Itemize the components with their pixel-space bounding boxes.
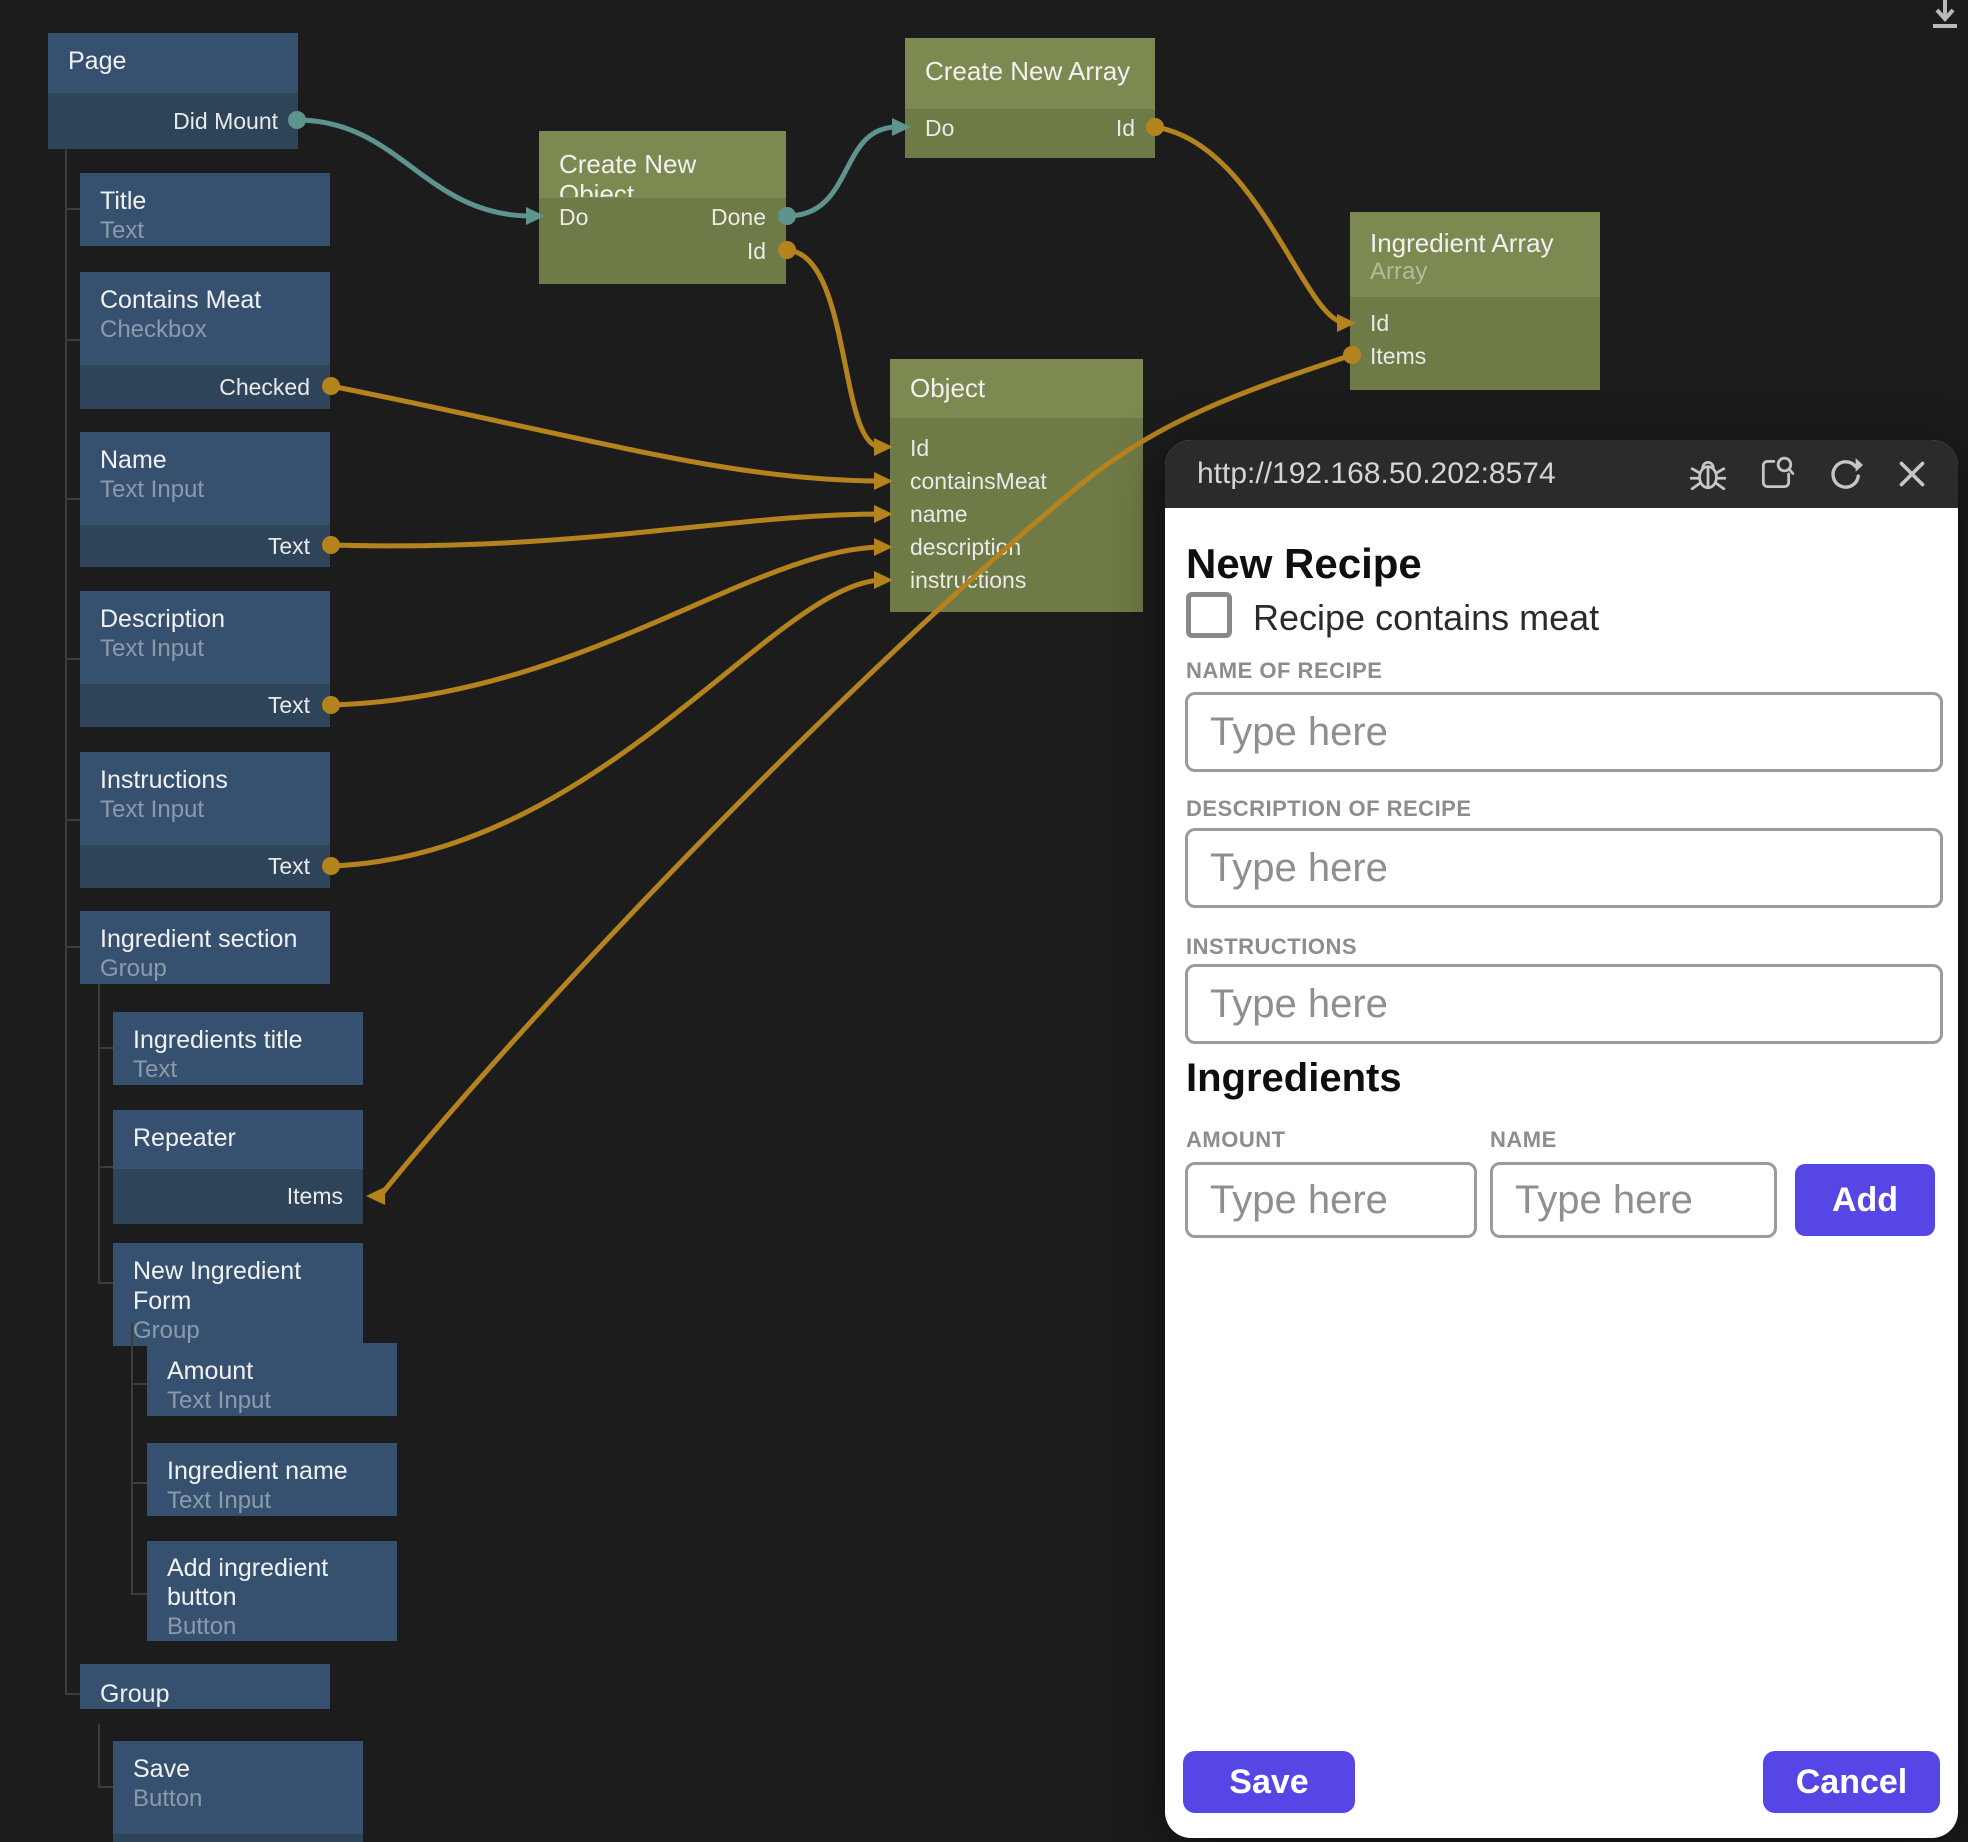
recipe-instructions-input[interactable] [1185,964,1943,1044]
inspect-icon[interactable] [1756,454,1796,494]
wire-name [330,511,882,549]
node-group[interactable]: Group [80,1664,330,1724]
port-id[interactable]: Id [746,237,766,264]
recipe-name-input[interactable] [1185,692,1943,772]
description-of-recipe-label: DESCRIPTION OF RECIPE [1186,796,1472,821]
node-page[interactable]: Page Did Mount [48,33,298,149]
port-text[interactable]: Text [267,532,310,559]
wire-description [330,544,882,708]
port-do[interactable]: Do [925,114,955,141]
port-done[interactable]: Done [711,203,766,230]
port-id[interactable]: Id [1115,114,1135,141]
node-title: Page [68,47,127,75]
page-title: New Recipe [1186,540,1422,587]
wire-didmount-to-do [296,117,532,219]
port-name[interactable]: name [910,501,968,527]
ingredient-name-label: NAME [1490,1127,1557,1152]
port-did-mount[interactable]: Did Mount [173,107,278,134]
cancel-button[interactable]: Cancel [1763,1751,1940,1813]
node-create-new-array[interactable]: Create New Array Do Id [905,38,1155,158]
preview-url-bar: http://192.168.50.202:8574 [1165,440,1958,508]
amount-label: AMOUNT [1186,1127,1286,1152]
ingredient-name-input[interactable] [1490,1162,1777,1238]
preview-window: http://192.168.50.202:8574 [1165,440,1958,1838]
port-items[interactable]: Items [1370,343,1427,369]
port-id[interactable]: Id [910,435,930,461]
port-containsmeat[interactable]: containsMeat [910,468,1047,494]
save-button[interactable]: Save [1183,1751,1355,1813]
refresh-icon[interactable] [1824,454,1864,494]
wire-done-to-do [786,124,898,219]
node-object[interactable]: Object Id containsMeat name description … [890,359,1143,612]
url-text[interactable]: http://192.168.50.202:8574 [1197,457,1556,490]
wire-arrayid [1154,124,1345,326]
meat-checkbox-label: Recipe contains meat [1253,597,1600,638]
port-description[interactable]: description [910,534,1022,560]
debug-icon[interactable] [1688,454,1728,494]
port-text[interactable]: Text [267,692,310,718]
download-icon[interactable] [1925,0,1965,38]
wire-checked [330,383,882,484]
port-checked[interactable]: Checked [219,373,310,400]
recipe-description-input[interactable] [1185,828,1943,908]
node-create-new-object[interactable]: Create New Object Do Done Id [539,131,786,284]
port-text[interactable]: Text [267,853,310,879]
instructions-label: INSTRUCTIONS [1186,934,1357,959]
wire-instructions [330,577,882,869]
wire-objectid [786,247,882,450]
port-do[interactable]: Do [559,203,589,230]
port-instructions[interactable]: instructions [910,567,1027,593]
node-repeater[interactable]: Repeater Items [113,1110,363,1224]
port-items[interactable]: Items [286,1183,343,1209]
port-id[interactable]: Id [1370,310,1390,336]
ingredient-amount-input[interactable] [1185,1162,1477,1238]
add-button[interactable]: Add [1795,1164,1935,1236]
meat-checkbox[interactable] [1186,592,1232,638]
close-icon[interactable] [1892,454,1932,494]
name-of-recipe-label: NAME OF RECIPE [1186,658,1383,683]
ingredients-heading: Ingredients [1186,1056,1402,1100]
